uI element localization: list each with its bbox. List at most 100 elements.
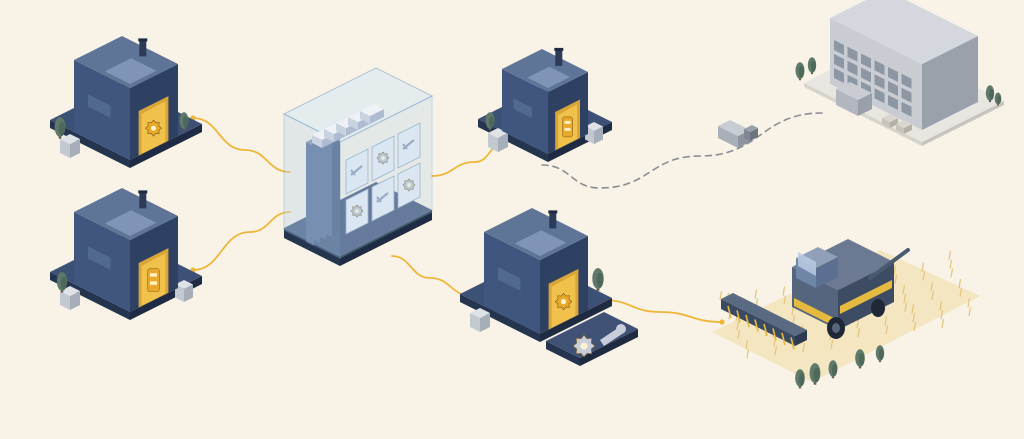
crate-top [585,122,603,131]
truck-cab-top [744,125,758,132]
window [88,94,111,118]
tool-tray-base-right [580,329,638,366]
gear-icon [572,334,596,358]
connector-harvester [602,299,723,323]
gear-icon [376,151,390,165]
truck-cab-right [750,128,758,141]
warehouse-window [888,81,898,96]
header-tine [781,332,786,346]
crate-top [60,134,80,144]
wrench-icon [376,192,389,203]
tree-icon [795,62,805,81]
roof-panel [514,230,567,256]
harvester-cab-right [816,257,838,288]
crop-stalk [950,268,954,278]
combine-harvester [712,239,980,389]
truck-trailer-top [718,120,750,136]
crop-stalk [754,289,758,299]
harvester-header-left [721,299,795,346]
warehouse-window [834,40,844,55]
crate-top [470,308,490,318]
crop-stalk [921,262,925,272]
glass-top [282,67,434,143]
rack-right [332,133,340,237]
chimney-cap [138,38,148,42]
pallet-left [882,118,890,128]
tree-icon [54,117,66,139]
workshop-base-left [460,294,540,342]
workshop-base-left [50,272,130,320]
parts-grid-icon [345,122,421,235]
unloading-auger [868,248,910,280]
shipping-route [541,112,823,189]
header-tine [772,328,777,341]
gear-icon [350,204,364,218]
tree-icon [56,272,68,293]
crate-left [488,133,498,152]
crop-stalk [940,310,944,320]
gear-icon [554,292,573,311]
header-tine [763,323,768,337]
crate-left [175,284,184,302]
stacked-part-left [312,135,322,148]
distribution-warehouse [795,0,1004,146]
tree-icon [592,268,604,291]
connector-dot [719,319,725,325]
crate-right [498,133,508,152]
chimney [139,192,147,209]
crop-stalk [967,298,971,308]
chimney-cap [554,47,564,51]
crop-stalk [911,304,915,314]
workshop-top-right [478,47,612,162]
chimney [549,212,557,229]
workshop-bottom-left [50,188,202,320]
header-tine [790,337,795,350]
tree-icon [994,92,1002,106]
tree-icon [795,369,805,389]
crate-left [470,313,480,332]
harvester-stripe [840,280,892,314]
crop-stalk [885,325,889,335]
pallet-left [896,124,904,134]
crop-stalk [959,287,963,297]
warehouse-window [834,68,844,83]
tree-icon [875,345,885,363]
crop-stalk [939,301,943,311]
crop-stalk [894,274,898,284]
crop-stalk [913,321,917,332]
crate-top [175,280,193,289]
warehouse-window [901,101,912,117]
crop-stalk [948,250,952,260]
window [498,267,521,291]
warehouse-body-right [922,36,978,130]
crop-stalk [736,320,740,331]
stacked-part-left [336,123,346,136]
stacked-part-right [370,109,384,124]
chimney-cap [138,190,148,194]
wheel [871,299,885,317]
wheel-hub [832,323,840,333]
warehouse-window [874,60,885,76]
stacked-part-left [360,111,370,124]
crop-stalk [774,346,778,356]
workshop-base-right [540,298,612,342]
crop-stalk [941,318,945,329]
workshop-bottom-center [460,208,612,342]
header-tine [745,314,750,328]
crate-left [60,139,70,158]
roof-panel [527,66,570,88]
gear-icon [145,119,163,137]
pallet-right [904,124,912,134]
chimney [555,49,563,66]
warehouse-lot-left [804,83,922,146]
stacked-part-left [348,117,358,130]
warehouse-window [901,73,912,89]
crate-right [70,139,80,158]
crop-stalk [930,281,934,292]
warehouse-body-left [830,18,922,130]
crop-stalk [737,329,741,339]
truck-trailer-left [718,126,738,148]
tool-tray [546,312,638,366]
tree-icon [807,57,817,75]
